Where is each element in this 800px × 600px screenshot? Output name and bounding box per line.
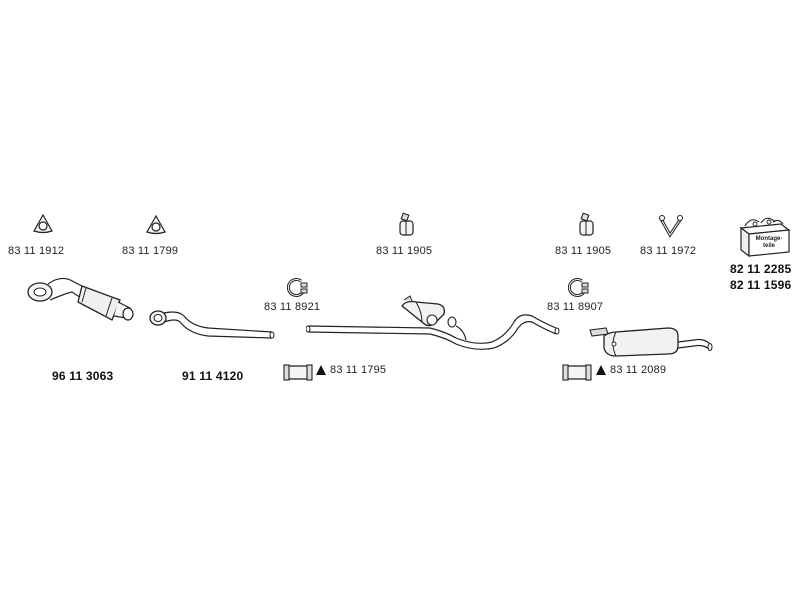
part-number-hanger-right: 83 11 1905 xyxy=(555,245,612,257)
front-pipe-icon xyxy=(148,302,278,342)
pipe-clamp-icon-right xyxy=(568,278,590,298)
middle-pipe-with-silencer-icon xyxy=(306,292,562,352)
part-number-gasket-mid: 83 11 1799 xyxy=(122,245,179,257)
part-number-clamp-left: 83 11 8921 xyxy=(264,301,321,313)
pipe-sleeve-icon-right xyxy=(562,363,592,383)
part-number-montage-kit-bottom: 82 11 1596 xyxy=(730,278,792,292)
rubber-hanger-icon-center xyxy=(397,212,417,238)
gasket-icon-left xyxy=(32,213,54,235)
part-number-v-hanger: 83 11 1972 xyxy=(640,245,697,257)
part-number-sleeve-left: 83 11 1795 xyxy=(330,364,387,376)
part-number-hanger-center: 83 11 1905 xyxy=(376,245,433,257)
part-number-catalyst: 96 11 3063 xyxy=(52,369,114,383)
warning-triangle-icon-right xyxy=(595,364,607,376)
rubber-hanger-icon-right xyxy=(577,212,597,238)
part-number-front-pipe: 91 11 4120 xyxy=(182,369,244,383)
part-number-montage-kit-top: 82 11 2285 xyxy=(730,262,792,276)
rear-silencer-icon xyxy=(586,322,714,360)
catalytic-converter-icon xyxy=(26,270,138,328)
montage-kit-box-icon: Montage-teile xyxy=(737,214,793,258)
part-number-sleeve-right: 83 11 2089 xyxy=(610,364,667,376)
v-hanger-icon xyxy=(658,214,684,238)
warning-triangle-icon-left xyxy=(315,364,327,376)
pipe-sleeve-icon-left xyxy=(283,363,313,383)
pipe-clamp-icon-left xyxy=(287,278,309,298)
gasket-icon-mid xyxy=(145,214,167,236)
part-number-clamp-right: 83 11 8907 xyxy=(547,301,604,313)
part-number-gasket-left: 83 11 1912 xyxy=(8,245,65,257)
montage-kit-box-label: Montage-teile xyxy=(755,236,783,249)
